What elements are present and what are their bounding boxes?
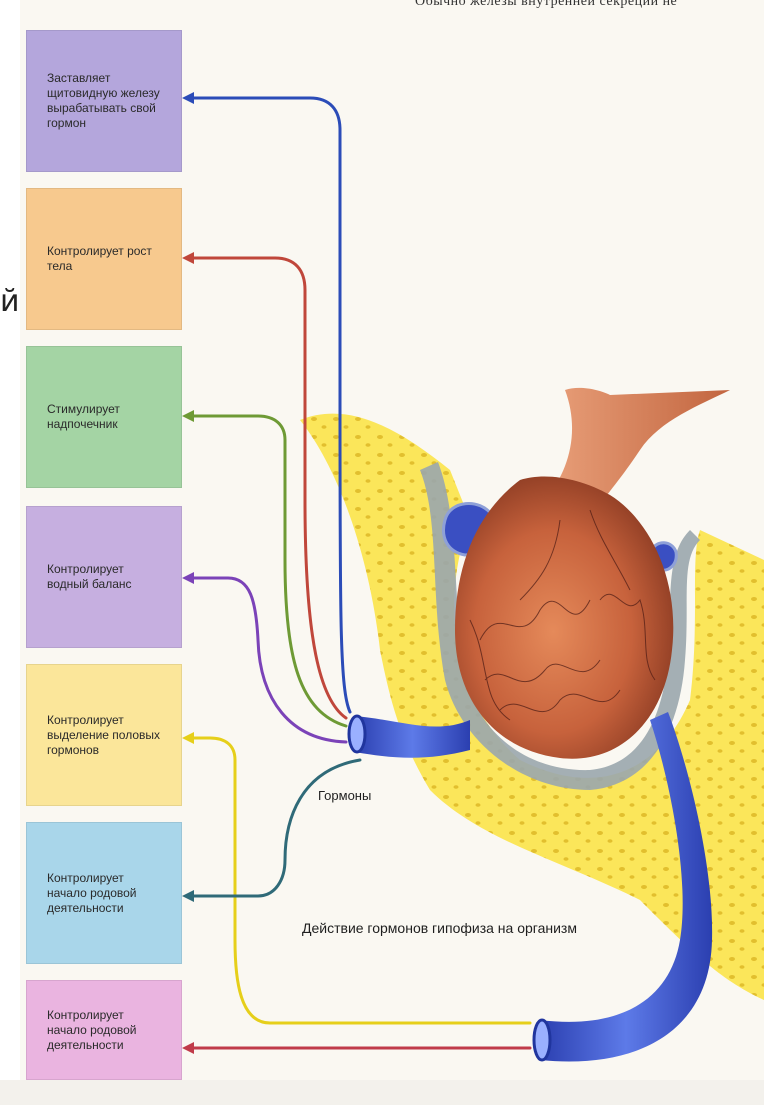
effect-box-sex-hormones: Контролирует выделение половых гормонов bbox=[26, 664, 182, 806]
arrow-water-balance bbox=[190, 578, 346, 742]
effect-box-thyroid: Заставляет щитовидную железу вырабатыват… bbox=[26, 30, 182, 172]
effect-text: Стимулирует надпочечник bbox=[47, 402, 163, 432]
arrow-growth bbox=[190, 258, 346, 718]
effect-text: Контролирует рост тела bbox=[47, 244, 163, 274]
pituitary-gland bbox=[455, 476, 673, 758]
vessel-opening-lower bbox=[534, 1020, 550, 1060]
effect-text: Контролирует водный баланс bbox=[47, 562, 163, 592]
effect-text: Контролирует начало родовой деятельности bbox=[47, 871, 163, 916]
effect-box-growth: Контролирует рост тела bbox=[26, 188, 182, 330]
arrowhead bbox=[182, 410, 194, 422]
effect-box-labor-upper: Контролирует начало родовой деятельности bbox=[26, 822, 182, 964]
arrowheads bbox=[182, 92, 194, 1054]
effect-box-labor-lower: Контролирует начало родовой деятельности bbox=[26, 980, 182, 1080]
diagram-caption: Действие гормонов гипофиза на организм bbox=[302, 920, 577, 936]
effect-text: Контролирует начало родовой деятельности bbox=[47, 1008, 163, 1053]
arrowhead bbox=[182, 252, 194, 264]
arrowhead bbox=[182, 1042, 194, 1054]
arrowhead bbox=[182, 572, 194, 584]
hormones-label: Гормоны bbox=[318, 788, 371, 803]
arrow-labor-upper bbox=[190, 760, 360, 896]
arrow-thyroid bbox=[190, 98, 350, 712]
page-bottom-margin bbox=[0, 1080, 764, 1105]
arrowhead bbox=[182, 92, 194, 104]
effect-text: Контролирует выделение половых гормонов bbox=[47, 713, 163, 758]
effect-box-adrenal: Стимулирует надпочечник bbox=[26, 346, 182, 488]
arrowhead bbox=[182, 890, 194, 902]
arrowhead bbox=[182, 732, 194, 744]
effect-box-water-balance: Контролирует водный баланс bbox=[26, 506, 182, 648]
effect-text: Заставляет щитовидную железу вырабатыват… bbox=[47, 71, 163, 131]
vessel-opening-upper bbox=[349, 716, 365, 752]
